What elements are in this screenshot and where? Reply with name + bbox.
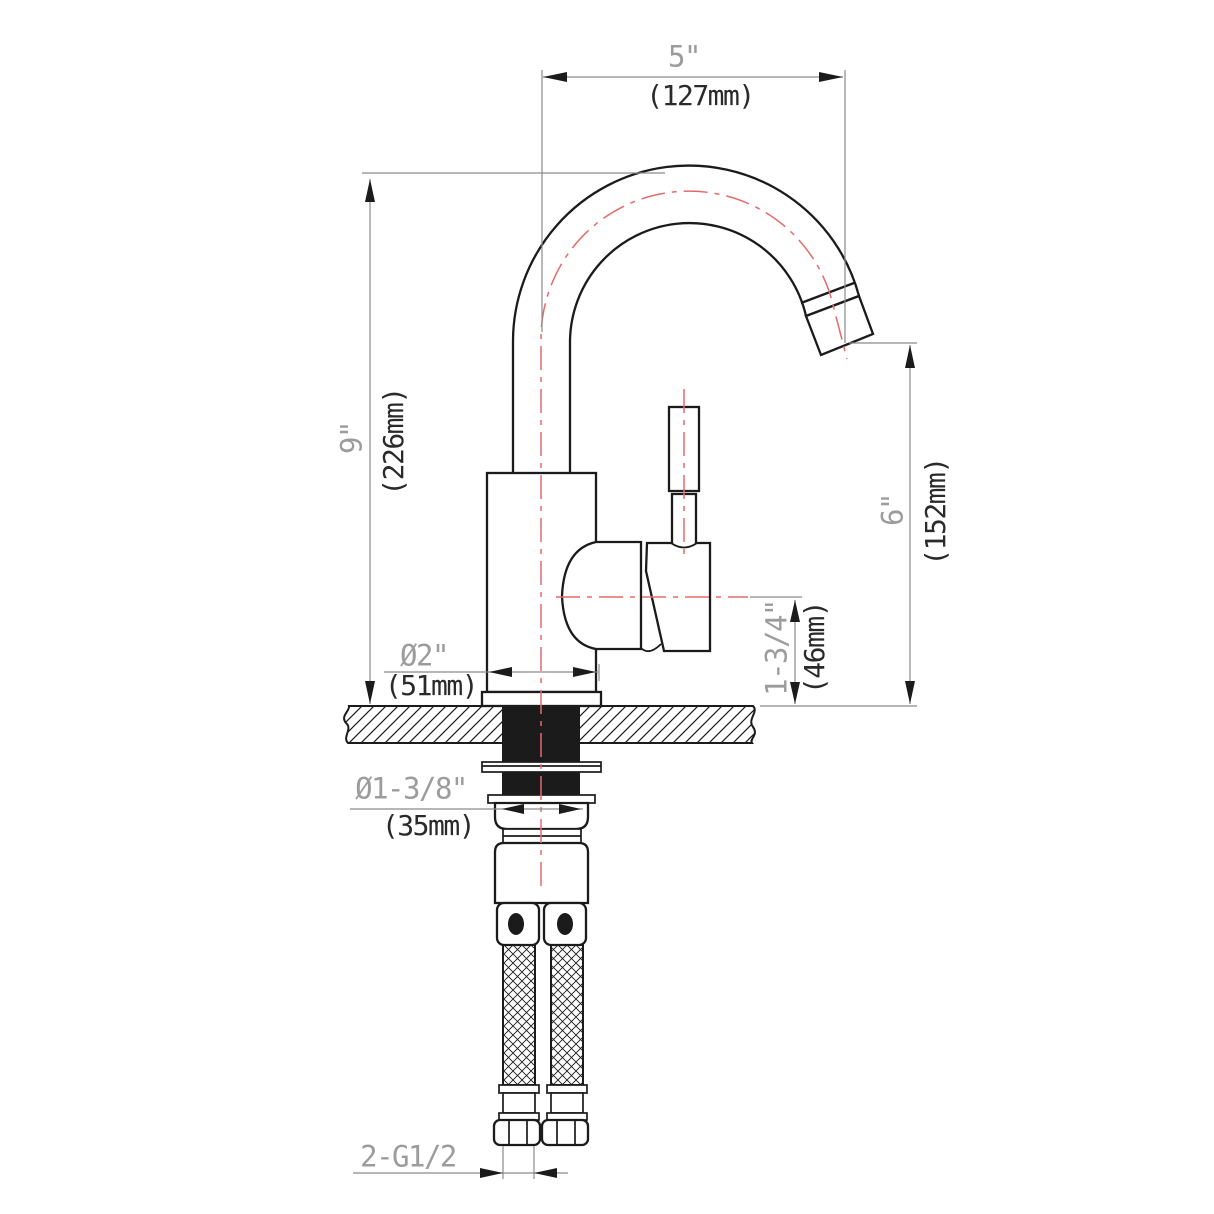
aerator-to-deck-mm-label: (46mm) — [798, 601, 831, 695]
spout-height-mm-label: (152mm) — [919, 458, 952, 566]
base-diameter-mm-label: (51mm) — [384, 669, 479, 702]
spout-reach-mm-label: (127mm) — [646, 79, 755, 112]
overall-height-mm-label: (226mm) — [377, 388, 410, 496]
dim-spout-height — [760, 342, 917, 707]
hex-nut-left — [492, 1118, 542, 1147]
sphere-lower-edge — [640, 643, 662, 653]
supply-thread-label: 2-G1/2 — [360, 1139, 457, 1174]
dim-base-diameter — [384, 664, 600, 681]
spout-reach-inch-label: 5" — [668, 39, 701, 74]
spout-height-inch-label: 6" — [875, 494, 910, 526]
dim-spout-reach — [541, 70, 846, 343]
hose-fitting-left — [492, 1084, 542, 1147]
braided-hose-right — [550, 944, 584, 1086]
coupler-port-left — [508, 913, 524, 935]
aerator-to-deck-inch-label: 1-3/4" — [759, 600, 794, 696]
overall-height-inch-label: 9" — [334, 422, 369, 454]
hex-nut-right — [540, 1118, 590, 1147]
braided-hose-left — [502, 944, 536, 1086]
hole-diameter-mm-label: (35mm) — [381, 809, 476, 842]
coupler-port-right — [557, 913, 573, 935]
dim-hole-diameter — [350, 804, 583, 814]
dim-aerator-to-deck — [750, 596, 802, 704]
gooseneck-spout — [511, 164, 861, 476]
dim-supply-thread — [353, 1146, 568, 1179]
hole-diameter-inch-label: Ø1-3/8" — [355, 771, 468, 806]
dim-overall-height — [362, 172, 665, 704]
aerator-tip — [804, 294, 875, 357]
hose-fitting-right — [540, 1084, 590, 1147]
base-diameter-inch-label: Ø2" — [400, 638, 449, 673]
centerlines — [540, 190, 848, 886]
stem-notch-arc — [670, 542, 698, 549]
spout-centerline — [540, 190, 848, 886]
under-counter-assembly — [481, 706, 602, 1147]
valve-dome — [560, 540, 643, 651]
